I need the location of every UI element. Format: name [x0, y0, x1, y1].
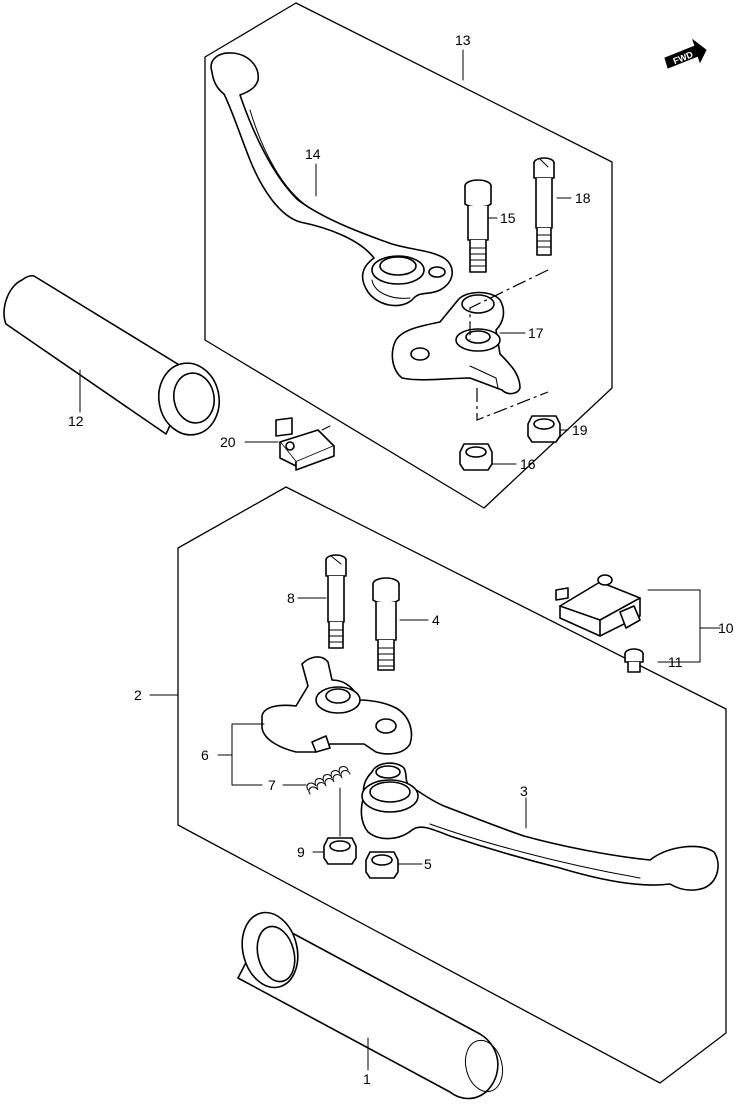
callout-16: 16: [520, 456, 536, 472]
callout-13: 13: [455, 32, 471, 48]
lever-bracket-6: [261, 656, 413, 755]
callout-18: 18: [575, 190, 591, 206]
nut-19: [527, 415, 561, 443]
callout-2: 2: [134, 687, 142, 703]
callout-4: 4: [432, 612, 440, 628]
alignment-line-upper-a: [469, 269, 549, 340]
callout-5: 5: [424, 856, 432, 872]
pivot-bolt-15: [464, 179, 492, 273]
callout-20: 20: [220, 434, 236, 450]
clutch-lever-14: [210, 52, 453, 307]
callout-14: 14: [305, 146, 321, 162]
handlebar-grip-12: [3, 274, 220, 436]
lower-assembly-outline: [177, 486, 727, 1084]
callout-15: 15: [500, 210, 516, 226]
nut-9: [323, 837, 357, 865]
clutch-lever-3: [360, 762, 719, 891]
callout-1: 1: [363, 1071, 371, 1087]
leader-lines: [79, 49, 721, 1071]
callout-12: 12: [68, 413, 84, 429]
fwd-arrow-icon: FWD: [664, 38, 707, 69]
pivot-screw-18: [533, 157, 555, 256]
nut-16: [459, 443, 493, 471]
screw-11: [624, 648, 644, 673]
lever-bracket-17: [391, 291, 521, 395]
switch-20: [275, 417, 335, 471]
handlebar-grip-1: [237, 911, 504, 1100]
pivot-screw-8: [325, 554, 347, 649]
callout-9: 9: [297, 844, 305, 860]
pivot-bolt-4: [372, 577, 400, 671]
upper-assembly-outline: [204, 2, 613, 509]
alignment-line-upper-b: [476, 388, 549, 421]
fwd-label: FWD: [672, 49, 695, 66]
callout-8: 8: [287, 590, 295, 606]
nut-5: [365, 851, 399, 879]
spring-7: [306, 766, 351, 795]
callout-19: 19: [572, 422, 588, 438]
callout-10: 10: [718, 620, 734, 636]
callout-6: 6: [201, 747, 209, 763]
callout-7: 7: [268, 777, 276, 793]
callout-3: 3: [520, 783, 528, 799]
callout-11: 11: [668, 654, 683, 670]
callout-17: 17: [528, 325, 544, 341]
switch-10: [555, 574, 641, 637]
